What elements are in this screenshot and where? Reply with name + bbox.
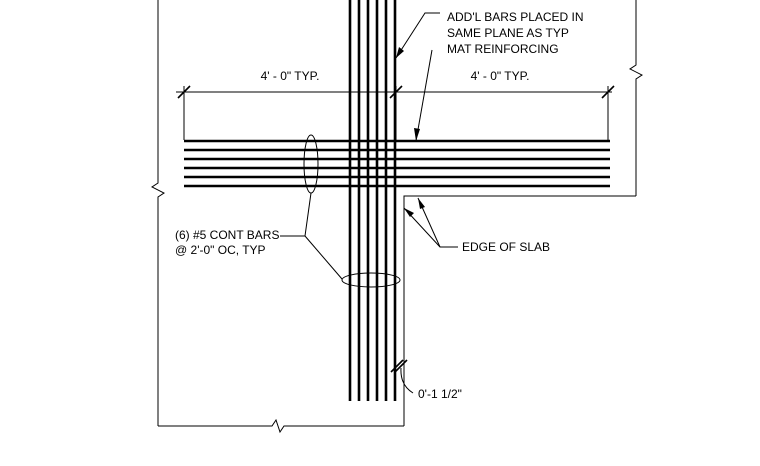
arrowhead <box>418 198 425 209</box>
cover-tick <box>390 359 404 373</box>
cont-bars-note-line-1: (6) #5 CONT BARS <box>175 228 279 242</box>
dimension-tick-left <box>177 85 191 99</box>
left-boundary-line <box>151 0 165 426</box>
cover-tick <box>394 359 408 373</box>
addl-bars-note-line-3: MAT REINFORCING <box>447 42 559 56</box>
arrowhead <box>414 128 420 141</box>
horizontal-bar-group-ellipse <box>303 134 319 194</box>
horizontal-bars <box>184 139 610 188</box>
cover-leader <box>400 367 414 394</box>
dimension-label-left: 4' - 0" TYP. <box>261 69 320 83</box>
arrowhead <box>396 47 404 58</box>
edge-of-slab-label: EDGE OF SLAB <box>462 240 550 254</box>
addl-bars-leader-1 <box>395 12 440 59</box>
vertical-bars <box>348 0 397 401</box>
leader-to-vertical-bars <box>304 235 343 280</box>
slab-boundary <box>151 0 643 434</box>
dimension-string: 4' - 0" TYP. 4' - 0" TYP. <box>176 69 615 140</box>
right-boundary-line <box>629 0 643 196</box>
dimension-label-right: 4' - 0" TYP. <box>471 69 530 83</box>
cont-bars-note-line-2: @ 2'-0" OC, TYP <box>175 243 266 257</box>
cover-dimension: 0'-1 1/2" <box>390 359 462 401</box>
cont-bars-callout: (6) #5 CONT BARS @ 2'-0" OC, TYP <box>175 134 401 288</box>
cover-dimension-label: 0'-1 1/2" <box>418 387 462 401</box>
vertical-bar-group-ellipse <box>341 272 401 288</box>
addl-bars-callout: ADD'L BARS PLACED IN SAME PLANE AS TYP M… <box>395 10 584 142</box>
edge-of-slab-callout: EDGE OF SLAB <box>403 197 550 254</box>
addl-bars-leader-2 <box>415 49 433 142</box>
addl-bars-note-line-1: ADD'L BARS PLACED IN <box>447 10 584 24</box>
dimension-tick-right <box>601 85 615 99</box>
bottom-boundary-line <box>158 418 404 434</box>
edge-of-slab-line <box>403 195 636 426</box>
arrowhead <box>404 208 414 217</box>
addl-bars-note-line-2: SAME PLANE AS TYP <box>447 26 569 40</box>
leader-to-horizontal-bars <box>280 192 312 237</box>
